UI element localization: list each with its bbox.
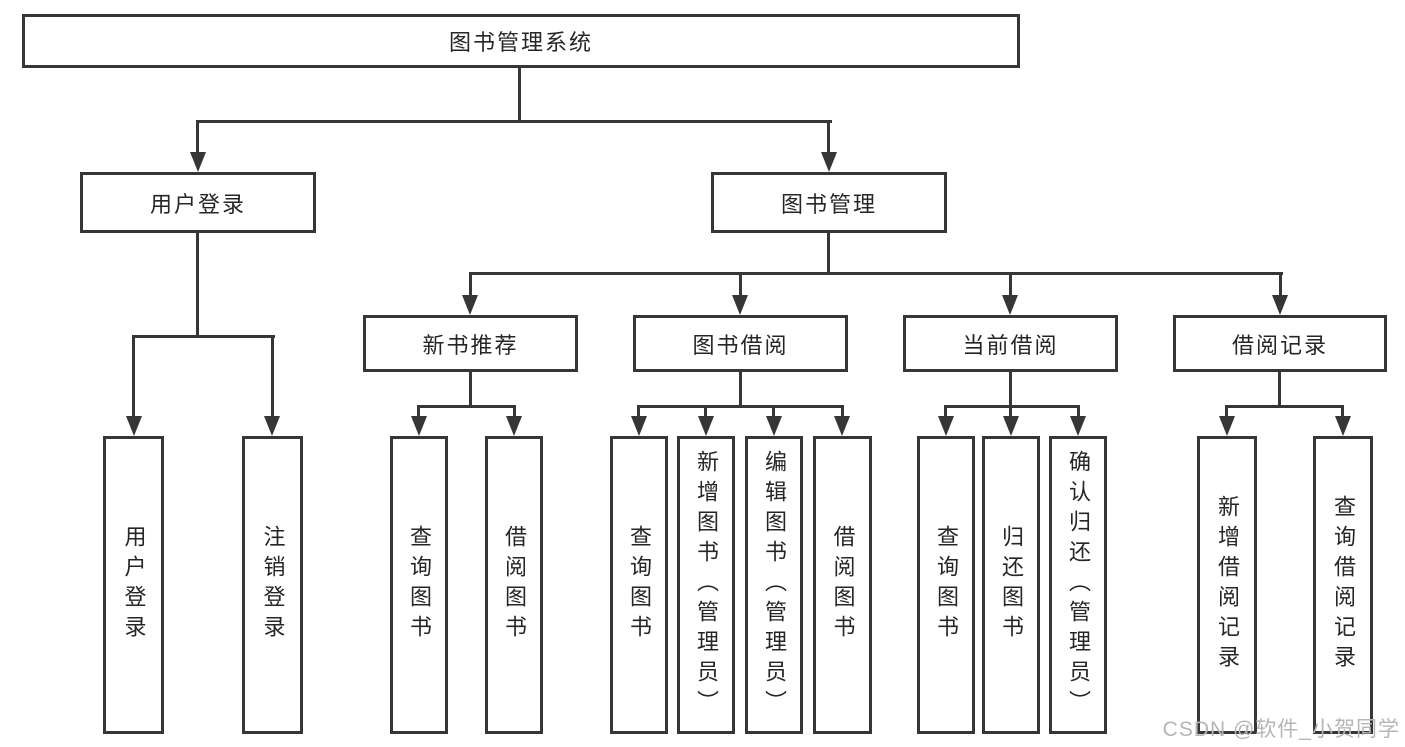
leaf-add-borrow-record: 新增借阅记录 — [1197, 436, 1257, 734]
node-current-borrow-label: 当前借阅 — [962, 332, 1059, 358]
arrowhead-down-icon — [462, 295, 478, 315]
connector-drop — [827, 120, 830, 158]
connector-drop — [637, 405, 640, 420]
leaf-label: 归还图书 — [999, 525, 1024, 645]
leaf-label: 借阅图书 — [502, 525, 527, 645]
node-book-borrow-label: 图书借阅 — [692, 332, 789, 358]
leaf-borrow-books-2: 借阅图书 — [813, 436, 872, 734]
csdn-watermark: CSDN @软件_小贺同学 — [1162, 718, 1400, 741]
connector-book-mgmt-rail — [469, 272, 1283, 275]
connector-root-stem — [518, 66, 521, 123]
connector-drop — [417, 405, 420, 420]
connector-drop — [196, 120, 199, 158]
node-user-login-label: 用户登录 — [149, 191, 246, 217]
connector-drop — [1009, 405, 1012, 420]
connector-drop — [1077, 405, 1080, 420]
leaf-label: 借阅图书 — [830, 525, 856, 645]
leaf-query-borrow-record: 查询借阅记录 — [1313, 436, 1373, 734]
arrowhead-down-icon — [834, 416, 850, 436]
leaf-label: 编辑图书（管理员） — [762, 450, 787, 720]
connector-stem — [469, 370, 472, 408]
arrowhead-down-icon — [1272, 295, 1288, 315]
leaf-label: 查询图书 — [407, 525, 432, 645]
connector-drop — [944, 405, 947, 420]
arrowhead-down-icon — [698, 416, 714, 436]
arrowhead-down-icon — [631, 416, 647, 436]
connector-stem — [1009, 370, 1012, 408]
node-book-borrow: 图书借阅 — [633, 315, 848, 372]
connector-rail — [1225, 405, 1344, 408]
node-root-label: 图书管理系统 — [448, 30, 593, 55]
leaf-query-books-2: 查询图书 — [610, 436, 668, 734]
connector-rail — [944, 405, 1080, 408]
leaf-label: 查询图书 — [627, 525, 652, 645]
arrowhead-down-icon — [190, 152, 206, 172]
node-new-book-recommend-label: 新书推荐 — [422, 332, 519, 358]
node-user-login: 用户登录 — [80, 172, 316, 233]
arrowhead-down-icon — [1002, 295, 1018, 315]
connector-drop — [271, 335, 274, 420]
connector-drop — [1279, 272, 1282, 298]
node-book-management-label: 图书管理 — [780, 191, 877, 217]
arrowhead-down-icon — [1219, 416, 1235, 436]
connector-drop — [132, 335, 135, 420]
arrowhead-down-icon — [938, 416, 954, 436]
leaf-confirm-return-admin: 确认归还（管理员） — [1049, 436, 1107, 734]
leaf-query-books-1: 查询图书 — [390, 436, 448, 734]
leaf-label: 查询借阅记录 — [1331, 495, 1356, 675]
connector-drop — [1009, 272, 1012, 298]
arrowhead-down-icon — [126, 416, 142, 436]
node-new-book-recommend: 新书推荐 — [363, 315, 578, 372]
arrowhead-down-icon — [732, 295, 748, 315]
connector-drop — [841, 405, 844, 420]
connector-drop — [513, 405, 516, 420]
node-borrow-records: 借阅记录 — [1173, 315, 1387, 372]
node-borrow-records-label: 借阅记录 — [1231, 332, 1328, 358]
leaf-label: 确认归还（管理员） — [1066, 450, 1091, 720]
connector-rail — [637, 405, 844, 408]
node-current-borrow: 当前借阅 — [903, 315, 1118, 372]
arrowhead-down-icon — [506, 416, 522, 436]
leaf-label: 新增图书（管理员） — [694, 450, 719, 720]
leaf-label: 注销登录 — [260, 525, 286, 645]
arrowhead-down-icon — [1070, 416, 1086, 436]
connector-drop — [1341, 405, 1344, 420]
node-root: 图书管理系统 — [22, 14, 1020, 68]
leaf-query-books-3: 查询图书 — [917, 436, 975, 734]
leaf-return-books: 归还图书 — [982, 436, 1040, 734]
leaf-label: 新增借阅记录 — [1215, 495, 1240, 675]
connector-user-login-stem — [196, 231, 199, 338]
arrowhead-down-icon — [411, 416, 427, 436]
connector-stem — [1278, 370, 1281, 408]
leaf-label: 用户登录 — [121, 525, 147, 645]
arrowhead-down-icon — [766, 416, 782, 436]
leaf-edit-book-admin: 编辑图书（管理员） — [745, 436, 803, 734]
connector-drop — [739, 272, 742, 298]
connector-root-rail — [196, 120, 832, 123]
leaf-label: 查询图书 — [934, 525, 959, 645]
connector-drop — [772, 405, 775, 420]
connector-drop — [469, 272, 472, 298]
leaf-add-book-admin: 新增图书（管理员） — [677, 436, 735, 734]
connector-rail — [417, 405, 516, 408]
arrowhead-down-icon — [1335, 416, 1351, 436]
arrowhead-down-icon — [264, 416, 280, 436]
leaf-user-login: 用户登录 — [103, 436, 164, 734]
connector-stem — [739, 370, 742, 408]
connector-user-login-rail — [132, 335, 275, 338]
connector-drop — [704, 405, 707, 420]
arrowhead-down-icon — [1003, 416, 1019, 436]
node-book-management: 图书管理 — [711, 172, 947, 233]
connector-book-mgmt-stem — [827, 231, 830, 275]
connector-drop — [1225, 405, 1228, 420]
leaf-logout: 注销登录 — [242, 436, 303, 734]
leaf-borrow-books-1: 借阅图书 — [485, 436, 543, 734]
arrowhead-down-icon — [821, 152, 837, 172]
